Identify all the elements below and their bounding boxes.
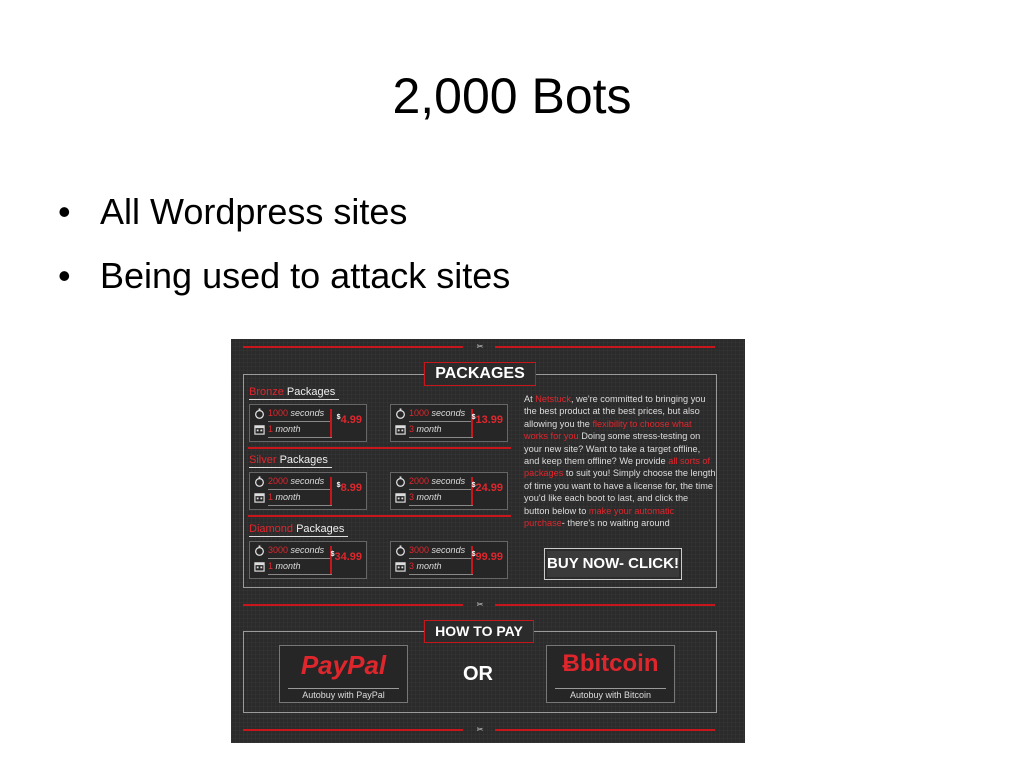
calendar-icon	[254, 562, 265, 572]
paypal-option[interactable]: PayPal Autobuy with PayPal	[279, 645, 408, 703]
divider-ornament-icon: ✂	[476, 600, 484, 609]
paypal-logo: PayPal	[300, 650, 387, 680]
bullet-item: •Being used to attack sites	[58, 255, 511, 296]
calendar-icon	[395, 562, 406, 572]
divider-bottom: ✂	[243, 725, 715, 734]
slide-title: 2,000 Bots	[392, 68, 632, 124]
divider-top: ✂	[243, 342, 715, 351]
paypal-caption: Autobuy with PayPal	[302, 690, 385, 700]
package-description: At Netstuck, we're committed to bringing…	[524, 394, 716, 529]
calendar-icon	[254, 425, 265, 435]
package-option[interactable]: 3000 seconds 3 month $99.99	[390, 541, 508, 579]
price-label: $8.99	[336, 482, 362, 494]
silver-title: Silver Packages	[249, 454, 332, 468]
how-to-pay-tab: HOW TO PAY	[424, 620, 534, 643]
calendar-icon	[254, 493, 265, 503]
price-label: $24.99	[471, 482, 503, 494]
price-label: $34.99	[330, 551, 362, 563]
stopwatch-icon	[396, 476, 405, 488]
package-option[interactable]: 2000 seconds 1 month $8.99	[249, 472, 367, 510]
package-option[interactable]: 1000 seconds 1 month $4.99	[249, 404, 367, 442]
package-option[interactable]: 2000 seconds 3 month $24.99	[390, 472, 508, 510]
package-option[interactable]: 3000 seconds 1 month $34.99	[249, 541, 367, 579]
divider-ornament-icon: ✂	[476, 342, 484, 351]
bullet-item: •All Wordpress sites	[58, 191, 408, 232]
divider-ornament-icon: ✂	[476, 725, 484, 734]
divider-middle: ✂	[243, 600, 715, 609]
calendar-icon	[395, 425, 406, 435]
stopwatch-icon	[255, 545, 264, 557]
bitcoin-option[interactable]: Ƀbitcoin Autobuy with Bitcoin	[546, 645, 675, 703]
calendar-icon	[395, 493, 406, 503]
embedded-screenshot: ✂ PACKAGES Bronze Packages 1000 seconds …	[231, 339, 745, 743]
price-label: $99.99	[471, 551, 503, 563]
buy-now-button[interactable]: BUY NOW- CLICK!	[544, 548, 682, 580]
price-label: $4.99	[336, 414, 362, 426]
stopwatch-icon	[255, 476, 264, 488]
stopwatch-icon	[396, 408, 405, 420]
diamond-title: Diamond Packages	[249, 523, 349, 537]
bitcoin-caption: Autobuy with Bitcoin	[569, 690, 652, 700]
bitcoin-logo: Ƀbitcoin	[562, 650, 659, 677]
stopwatch-icon	[255, 408, 264, 420]
or-label: OR	[463, 663, 493, 685]
price-label: $13.99	[471, 414, 503, 426]
stopwatch-icon	[396, 545, 405, 557]
bullet-list: •All Wordpress sites •Being used to atta…	[58, 190, 510, 318]
packages-tab: PACKAGES	[424, 362, 536, 386]
package-option[interactable]: 1000 seconds 3 month $13.99	[390, 404, 508, 442]
bronze-title: Bronze Packages	[249, 386, 340, 400]
